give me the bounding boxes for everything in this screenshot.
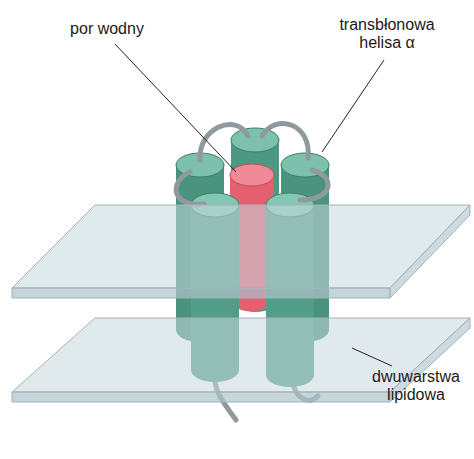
peptide-loop: [176, 123, 328, 204]
part-label: dwuwarstwa lipidowa: [362, 368, 470, 405]
lipid-sheet: [12, 205, 470, 298]
part-label: por wodny: [52, 20, 162, 38]
part-label: transbłonowa helisa α: [322, 16, 452, 53]
leader-line: [115, 44, 392, 366]
